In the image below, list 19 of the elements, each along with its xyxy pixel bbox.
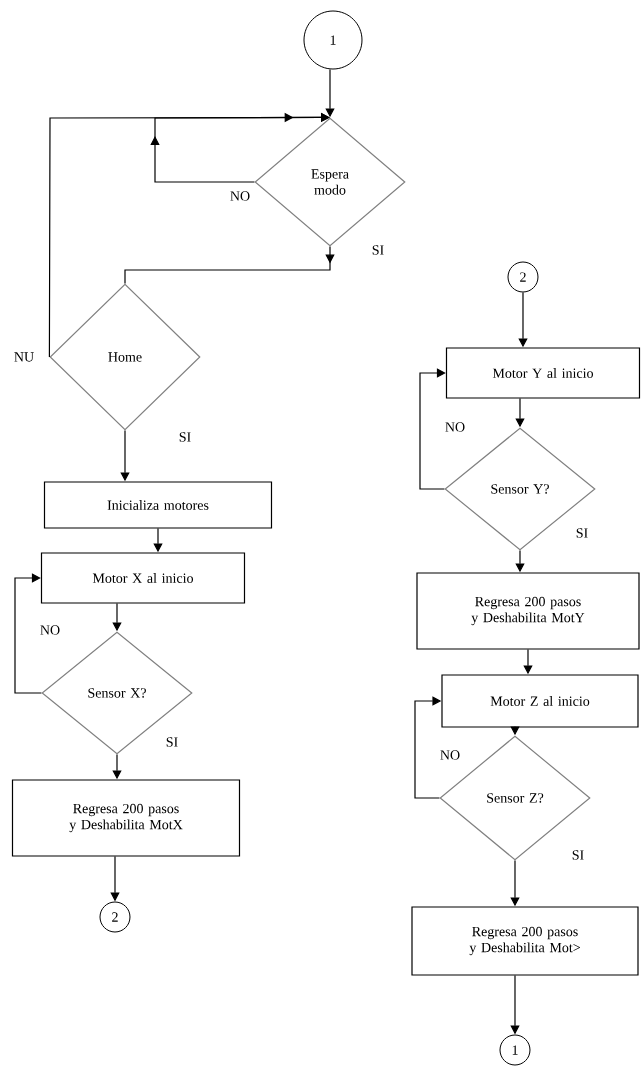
process-box: Regresa 200 pasos y Deshabilita MotY [416,572,640,650]
process-box: Motor Y al inicio [445,347,641,399]
process-box: Inicializa motores [43,481,273,529]
process-box: Motor Z al inicio [441,674,639,728]
edge-label: SI [370,244,386,256]
arrow [14,573,42,694]
edge-label: SI [164,736,180,748]
edge-label: SI [177,431,193,443]
edge-label: NO [438,749,462,761]
arrow [419,368,446,490]
edge-label: SI [570,849,586,861]
process-box: Regresa 200 pasos y Deshabilita Mot> [411,906,639,976]
process-box: Regresa 200 pasos y Deshabilita MotX [11,779,241,857]
edge-label: NO [228,190,252,202]
edge-label: NU [12,351,36,363]
arrow [124,246,335,284]
edge-label: SI [574,527,590,539]
process-box: Motor X al inicio [40,552,246,604]
arrow [48,112,330,358]
